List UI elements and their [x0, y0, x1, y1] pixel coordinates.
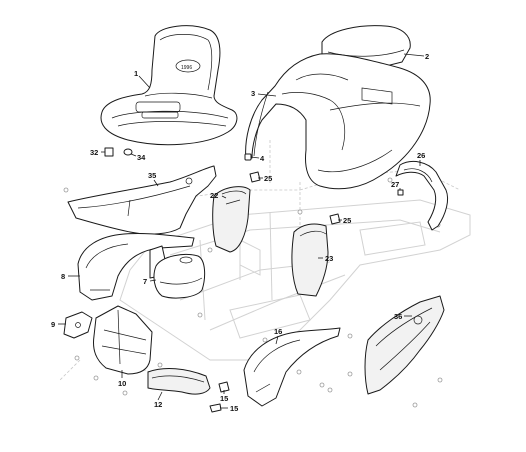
callout-36: 36 [394, 312, 402, 321]
callout-23: 23 [325, 254, 333, 263]
callout-7: 7 [143, 277, 147, 286]
leader-1 [138, 75, 151, 89]
callout-32: 32 [90, 148, 98, 157]
callout-2: 2 [425, 52, 429, 61]
seat-adjuster-nut [123, 148, 133, 156]
callout-22: 22 [210, 191, 218, 200]
callout-34: 34 [137, 153, 146, 162]
callout-9: 9 [51, 320, 55, 329]
lever-bracket [63, 311, 93, 339]
left-rear-fender [77, 232, 195, 301]
callout-16: 16 [274, 327, 282, 336]
leader-34 [130, 153, 137, 157]
screw [297, 209, 303, 215]
callout-26: 26 [417, 151, 425, 160]
callout-25a: 25 [264, 174, 272, 183]
screw [93, 375, 99, 381]
callout-8: 8 [61, 272, 65, 281]
front-bumper [395, 161, 449, 231]
leader-3 [257, 93, 277, 97]
seat: 1996 [100, 25, 238, 146]
clip-upper [218, 381, 230, 393]
right-side-panel [364, 295, 445, 395]
callout-27: 27 [391, 180, 399, 189]
bumper-bolt [397, 189, 404, 196]
chassis-frame [59, 140, 471, 381]
leader-2 [403, 53, 425, 57]
hood-body [245, 53, 431, 190]
leader-4 [250, 156, 260, 159]
screw [197, 312, 203, 318]
leader-12 [157, 391, 163, 401]
right-rear-fender [243, 327, 341, 407]
screw [262, 337, 268, 343]
seat-logo: 1996 [181, 65, 192, 71]
callout-15b: 15 [230, 404, 238, 413]
knob-lower [329, 213, 341, 225]
callouts: 1 2 3 4 7 8 9 10 12 15 15 16 22 23 25 25… [51, 52, 429, 413]
screw [319, 382, 325, 388]
leader-lines [58, 53, 425, 409]
right-dash-panel [291, 223, 329, 297]
callout-10: 10 [118, 379, 126, 388]
callout-35: 35 [148, 171, 156, 180]
leader-35 [153, 179, 159, 187]
callout-4: 4 [260, 154, 265, 163]
leader-16 [275, 335, 279, 345]
clip-lower [209, 403, 222, 413]
screw [327, 387, 333, 393]
screw [347, 333, 353, 339]
left-dash-panel [212, 186, 251, 253]
callout-1: 1 [134, 69, 138, 78]
side-cover [67, 165, 217, 235]
callout-12: 12 [154, 400, 162, 409]
callout-25b: 25 [343, 216, 351, 225]
front-lower-panel [147, 368, 211, 395]
screw [296, 369, 302, 375]
screw [122, 390, 128, 396]
screw [63, 187, 69, 193]
callout-3: 3 [251, 89, 255, 98]
screw [347, 371, 353, 377]
screw [437, 377, 443, 383]
seat-adjuster-clip [104, 147, 114, 157]
screw [157, 362, 163, 368]
fuel-tank [153, 253, 206, 299]
screw [387, 177, 393, 183]
screw [207, 247, 213, 253]
screw [412, 402, 418, 408]
leader-22 [221, 195, 227, 199]
hood-pin [244, 153, 252, 161]
knob-upper [249, 171, 261, 183]
callout-15a: 15 [220, 394, 228, 403]
leader-7 [149, 279, 157, 282]
screw [74, 355, 80, 361]
footrest-panel [93, 305, 153, 375]
